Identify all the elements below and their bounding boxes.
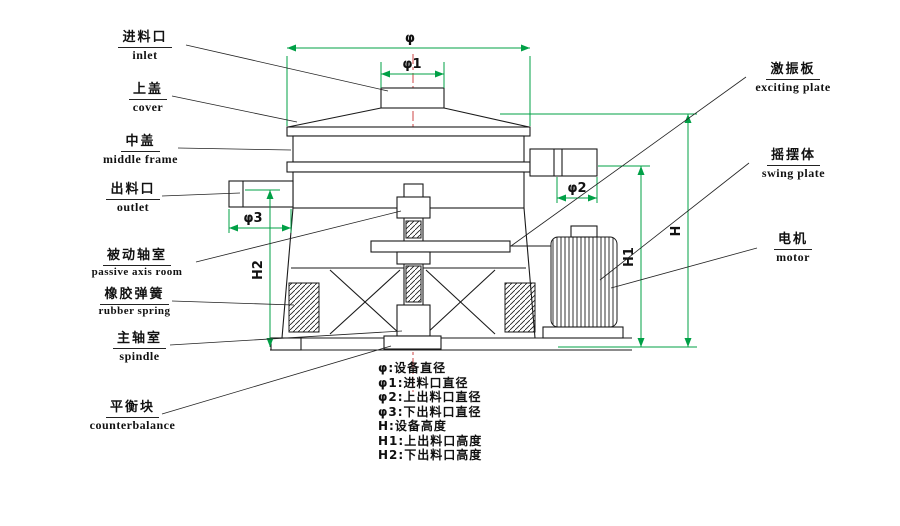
leader-outlet (161, 192, 241, 197)
label-counterbalance-en: counterbalance (89, 417, 176, 432)
label-cover: 上盖 cover (103, 78, 193, 114)
leader-exciting-plate (510, 76, 747, 247)
label-counterbalance-zh: 平衡块 (105, 400, 159, 418)
motor-cap (570, 225, 598, 238)
middle-frame-band (292, 135, 525, 163)
label-inlet: 进料口 inlet (100, 26, 190, 62)
motor-body (550, 236, 618, 328)
dim-phi1: φ1 (380, 57, 445, 88)
label-spindle-en: spindle (119, 348, 160, 363)
leader-cover (171, 95, 298, 123)
dim-h2: H2 (245, 189, 280, 347)
label-inlet-zh: 进料口 (118, 30, 172, 48)
rubber-spring-right (504, 282, 536, 333)
cover-rim-flange (286, 126, 531, 137)
label-exciting-plate: 激振板 exciting plate (743, 58, 843, 94)
label-rubber-spring: 橡胶弹簧 rubber spring (82, 283, 187, 318)
label-passive-axis-room: 被动轴室 passive axis room (78, 244, 196, 279)
shaft-collar (396, 251, 431, 265)
legend-line: φ3:下出料口直径 (378, 404, 482, 419)
leader-spindle (169, 330, 403, 346)
label-swing-plate-zh: 摇摆体 (766, 148, 820, 166)
dim-phi2: φ2 (556, 177, 598, 203)
passive-axis-room-block (396, 196, 431, 219)
motor-base (542, 326, 624, 339)
legend-line: φ1:进料口直径 (378, 375, 469, 390)
label-passive-axis-room-zh: 被动轴室 (102, 248, 171, 266)
legend-line: φ:设备直径 (378, 361, 447, 375)
label-middle-frame-zh: 中盖 (121, 134, 160, 152)
dim-phi3-label: φ3 (243, 211, 262, 226)
legend-line: φ2:上出料口直径 (378, 390, 482, 404)
motor (510, 225, 624, 339)
leader-swing-plate (599, 162, 750, 281)
label-exciting-plate-en: exciting plate (755, 79, 831, 94)
label-cover-en: cover (132, 99, 164, 114)
label-middle-frame: 中盖 middle frame (88, 130, 193, 166)
legend-line: H:设备高度 (378, 419, 447, 433)
leader-inlet (185, 44, 389, 92)
legend-line: H2:下出料口高度 (378, 448, 483, 462)
dim-phi1-label: φ1 (402, 57, 421, 72)
dim-h: H (500, 113, 697, 348)
leader-rubber-spring (171, 300, 295, 306)
leader-passive-axis-room (195, 210, 402, 263)
label-exciting-plate-zh: 激振板 (766, 62, 820, 80)
rubber-spring-left (288, 282, 320, 333)
label-spindle: 主轴室 spindle (92, 327, 187, 363)
leader-lines (161, 44, 758, 415)
shaft-hatch-upper (405, 220, 422, 239)
leader-motor (610, 247, 758, 289)
label-rubber-spring-zh: 橡胶弹簧 (100, 287, 169, 305)
label-swing-plate-en: swing plate (761, 165, 826, 180)
label-motor-en: motor (776, 249, 810, 264)
label-outlet-zh: 出料口 (106, 182, 160, 200)
dim-phi2-label: φ2 (567, 181, 586, 196)
lower-flange (286, 161, 531, 173)
dim-h2-label: H2 (251, 260, 266, 280)
leader-middle-frame (177, 147, 292, 151)
shaft-hatch-lower (405, 265, 422, 303)
label-passive-axis-room-en: passive axis room (91, 265, 183, 278)
machine-outline (228, 87, 632, 351)
base-plate (270, 337, 632, 351)
label-outlet: 出料口 outlet (88, 178, 178, 214)
label-cover-zh: 上盖 (128, 82, 167, 100)
label-rubber-spring-en: rubber spring (98, 304, 171, 317)
label-spindle-zh: 主轴室 (112, 331, 166, 349)
counterbalance-block (383, 335, 442, 350)
cross-braces (329, 269, 496, 335)
dim-phi3: φ3 (228, 209, 292, 233)
label-counterbalance: 平衡块 counterbalance (70, 396, 195, 432)
inlet-neck (380, 87, 445, 109)
legend-line: H1:上出料口高度 (378, 433, 483, 448)
label-motor: 电机 motor (753, 228, 833, 264)
label-outlet-en: outlet (116, 199, 150, 214)
dimension-lines: φ φ1 φ2 φ3 (228, 31, 697, 348)
dim-h-label: H (669, 226, 684, 237)
dim-phi-label: φ (405, 31, 415, 46)
right-outlet (529, 148, 598, 177)
label-swing-plate: 摇摆体 swing plate (746, 144, 841, 180)
label-inlet-en: inlet (132, 47, 158, 62)
dimension-legend: φ:设备直径 φ1:进料口直径 φ2:上出料口直径 φ3:下出料口直径 H:设备… (378, 361, 482, 463)
exciting-plate-bar (370, 240, 511, 253)
label-motor-zh: 电机 (773, 232, 812, 250)
leader-counterbalance (161, 345, 392, 415)
label-middle-frame-en: middle frame (103, 151, 178, 166)
left-outlet (228, 180, 294, 208)
spindle-room-block (396, 304, 431, 337)
cover-cone (287, 107, 530, 128)
dim-phi: φ (286, 31, 531, 126)
